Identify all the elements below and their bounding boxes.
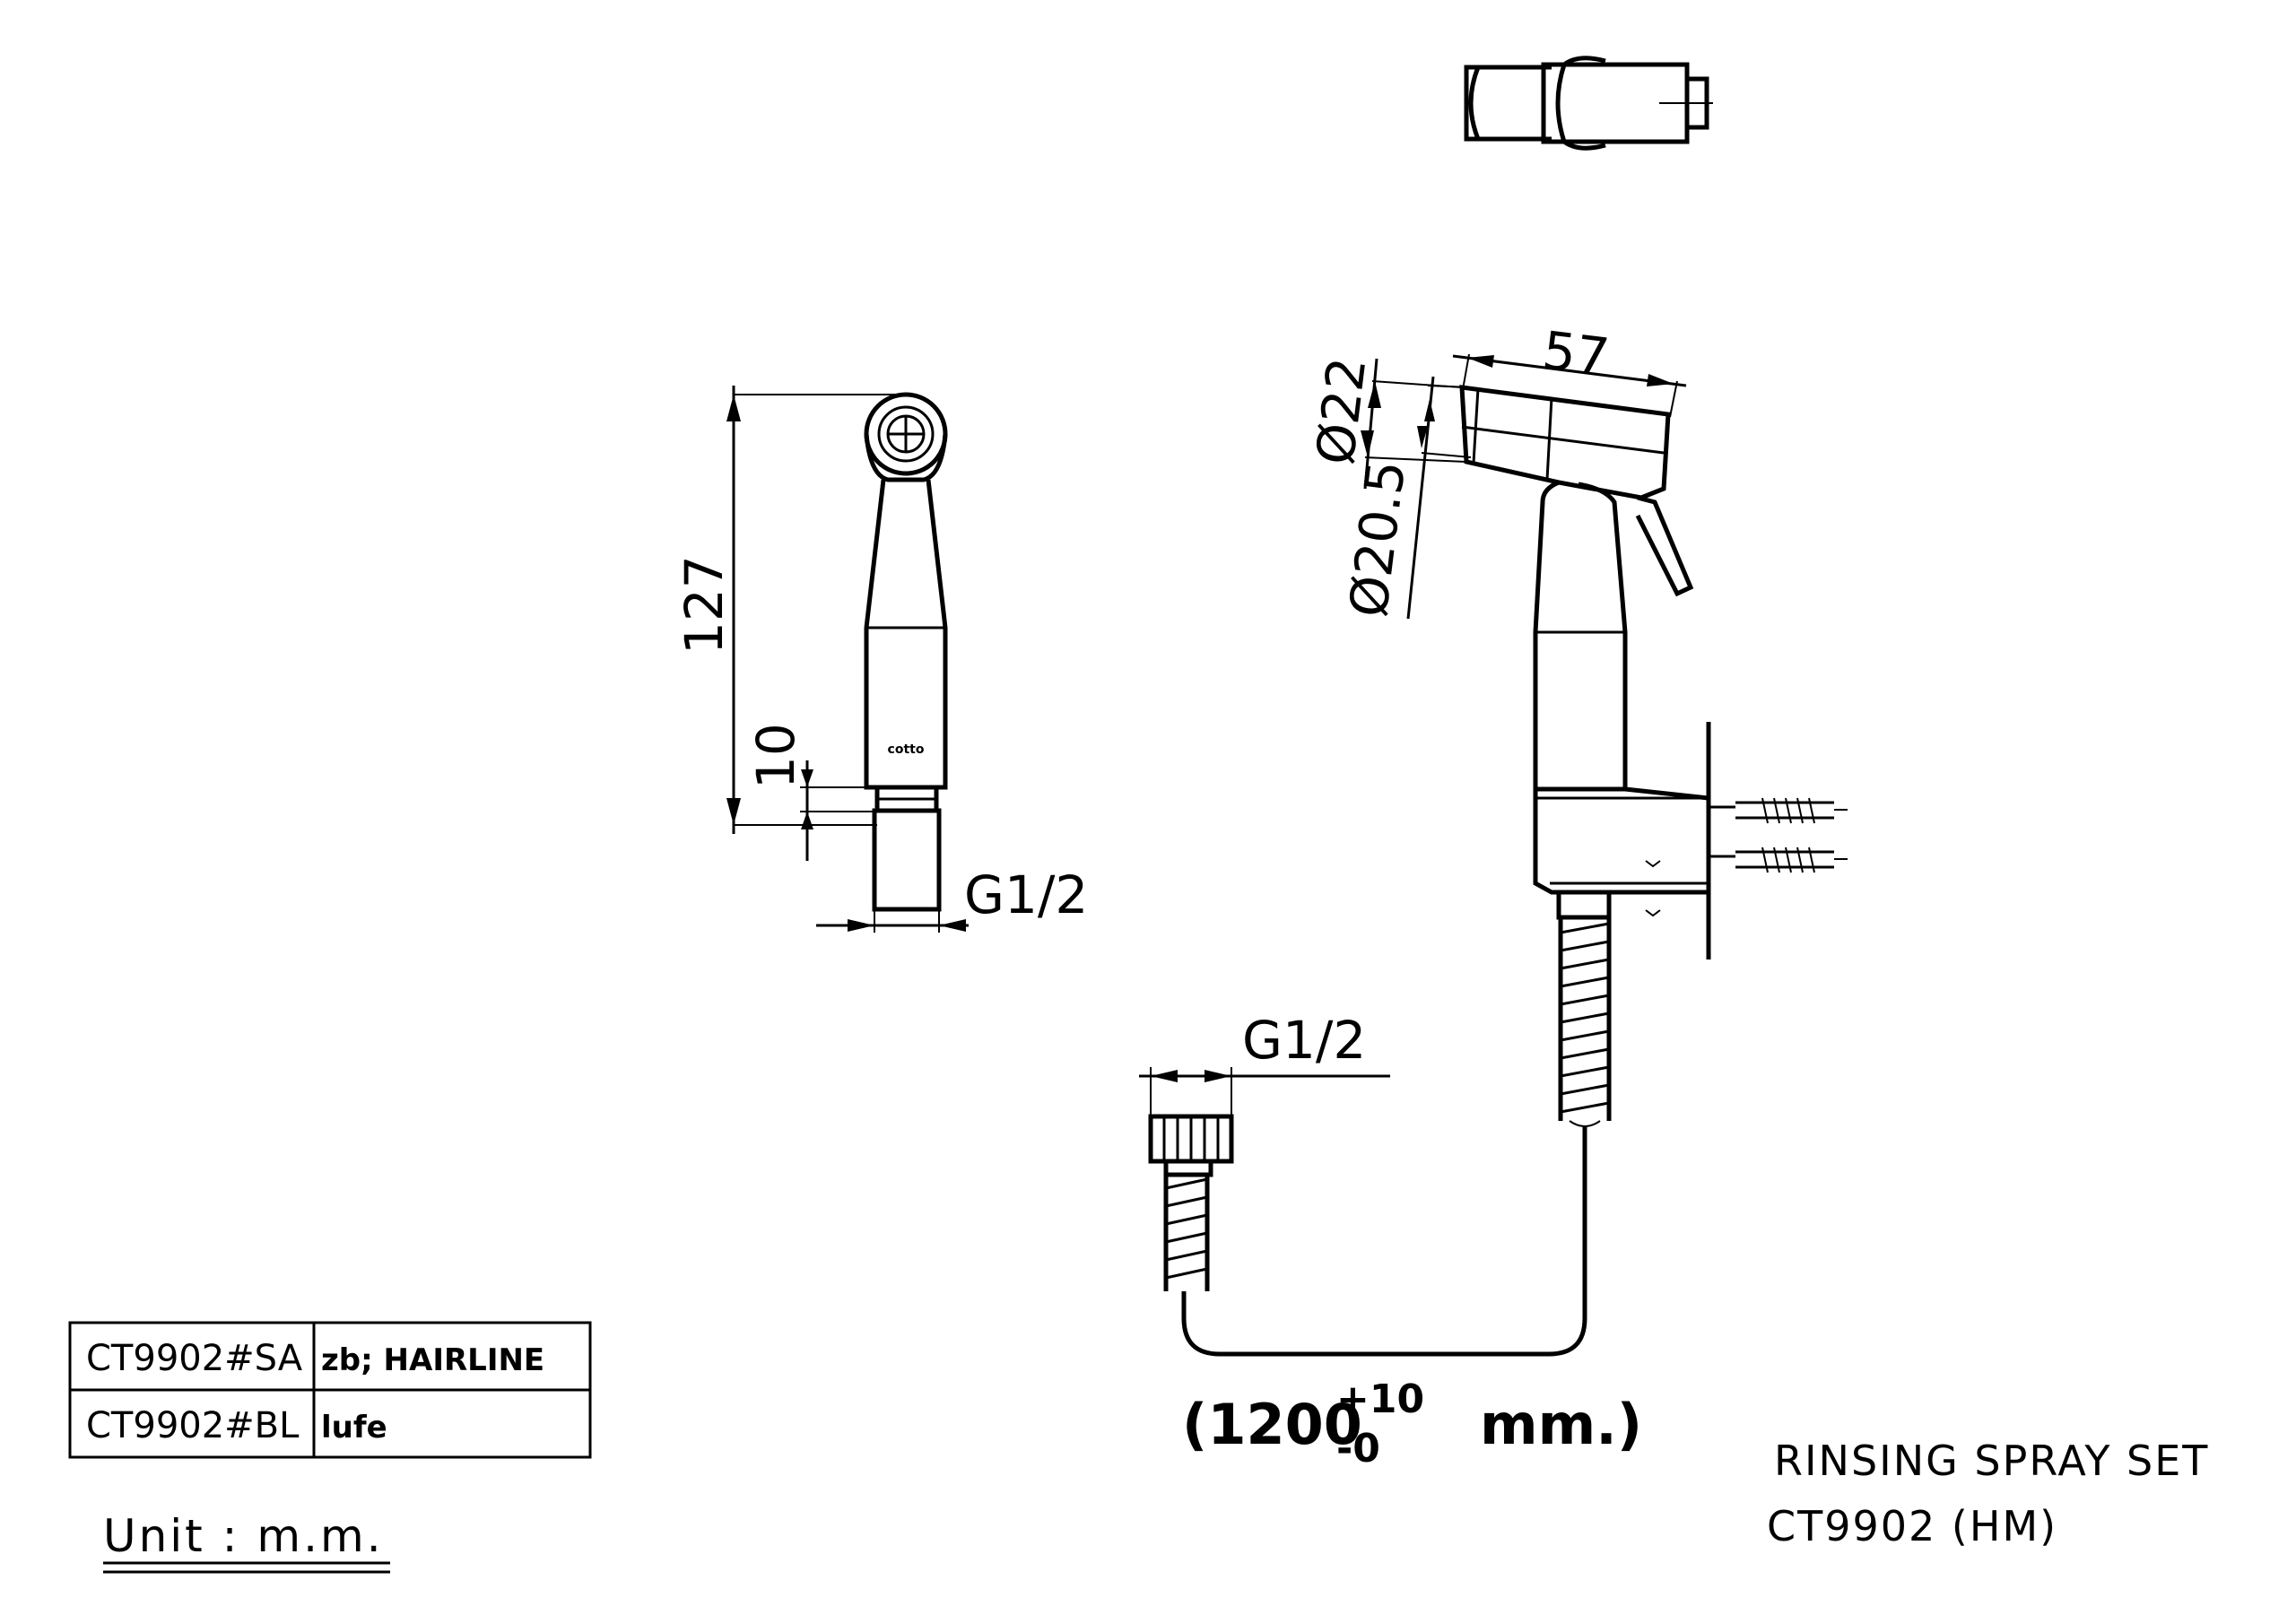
finish-row-1-finish: zb; HAIRLINE (321, 1342, 544, 1378)
hose-spiral-left (1163, 1175, 1210, 1291)
hose-tolerance-minus: -0 (1336, 1426, 1380, 1472)
hose-length-suffix: mm.) (1480, 1392, 1642, 1457)
small-logo-text: cotto (888, 742, 925, 757)
anchor-screw-lower (1735, 847, 1848, 873)
unit-label: Unit : m.m. (103, 1510, 384, 1562)
front-view (1148, 385, 1848, 1357)
side-view-dimensions (726, 386, 969, 933)
hose-tolerance-plus: +10 (1336, 1376, 1424, 1422)
hose-length-prefix: (1200 (1182, 1392, 1362, 1457)
anchor-screw-upper (1735, 797, 1848, 824)
top-view (1464, 56, 1713, 151)
front-view-dimensions (1139, 353, 1687, 1116)
product-model: CT9902 (HM) (1767, 1502, 2057, 1550)
finish-row-1-code: CT9902#SA (86, 1338, 303, 1379)
side-view: cotto (864, 392, 948, 912)
dim-head-length-57: 57 (1539, 319, 1613, 387)
finish-table (68, 1321, 592, 1459)
finish-row-2-finish: lufe (321, 1410, 387, 1446)
dim-head-dia-22: Ø22 (1304, 354, 1378, 468)
dim-side-thread-g12: G1/2 (964, 864, 1088, 925)
hose-spiral-right (1558, 917, 1612, 1127)
product-name: RINSING SPRAY SET (1774, 1437, 2209, 1485)
finish-row-2-code: CT9902#BL (86, 1405, 300, 1446)
dim-head-dia-20-5: Ø20.5 (1337, 457, 1417, 621)
dim-thread-length-10: 10 (745, 723, 806, 789)
dim-hose-thread-g12: G1/2 (1242, 1010, 1366, 1071)
dim-height-127: 127 (674, 555, 735, 655)
